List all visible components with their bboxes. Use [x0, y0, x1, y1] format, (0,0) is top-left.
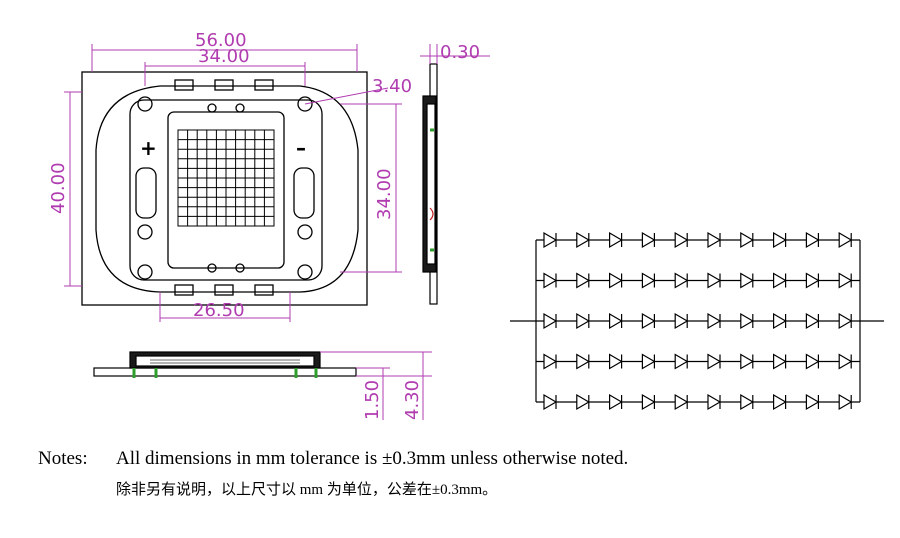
led-diode-symbol — [543, 353, 558, 370]
substrate-outline — [81, 71, 368, 306]
led-diode-symbol — [576, 231, 590, 249]
led-diode-symbol — [838, 272, 853, 289]
notes-line-english: Notes: All dimensions in mm tolerance is … — [38, 448, 628, 470]
led-diode-symbol — [674, 312, 689, 330]
led-module-drawing: + – 56.00 34.00 3.40 40.00 34.00 26.50 0… — [48, 30, 884, 420]
led-diode-symbol — [543, 272, 558, 289]
led-diode-symbol — [740, 272, 754, 289]
led-diode-symbol — [805, 353, 820, 370]
led-diode-symbol — [641, 312, 656, 330]
top-view — [81, 71, 368, 306]
die-frame — [167, 111, 285, 269]
led-diode-symbol — [805, 231, 820, 249]
dim-width-inner: 34.00 — [198, 46, 250, 67]
led-diode-symbol — [707, 272, 722, 289]
screw-hole — [207, 103, 217, 113]
polarity-plus: + — [140, 136, 157, 160]
led-diode-symbol — [674, 231, 689, 249]
led-diode-symbol — [773, 353, 787, 370]
polarity-minus: – — [296, 136, 306, 160]
led-diode-symbol — [674, 353, 689, 370]
led-diode-symbol — [609, 272, 623, 289]
led-diode-symbol — [543, 393, 558, 411]
bottom-view — [93, 351, 357, 378]
led-diode-symbol — [543, 231, 558, 249]
dim-thickness-1: 1.50 — [362, 380, 383, 420]
dimension-lines-bottom — [320, 351, 432, 420]
dim-bottom-span: 26.50 — [193, 300, 245, 321]
led-diode-symbol — [543, 312, 558, 330]
mount-hole — [297, 264, 313, 280]
led-diode-symbol — [641, 272, 656, 289]
led-diode-symbol — [773, 272, 787, 289]
led-diode-symbol — [707, 393, 722, 411]
dim-height-outer: 40.00 — [48, 162, 69, 214]
screw-hole — [235, 103, 245, 113]
top-tab — [214, 79, 234, 91]
bottom-tab — [174, 284, 194, 296]
led-diode-symbol — [576, 272, 590, 289]
led-diode-symbol — [773, 312, 787, 330]
led-diode-symbol — [773, 231, 787, 249]
mount-hole — [137, 224, 153, 240]
led-diode-symbol — [674, 272, 689, 289]
led-diode-symbol — [707, 231, 722, 249]
led-circuit-schematic — [510, 231, 884, 411]
led-diode-symbol — [641, 353, 656, 370]
screw-hole — [207, 263, 217, 273]
top-tab — [254, 79, 274, 91]
dim-height-inner: 34.00 — [374, 168, 395, 220]
copper-outline — [95, 85, 359, 293]
led-diode-symbol — [707, 353, 722, 370]
notes-label: Notes: — [38, 448, 88, 469]
side-view — [422, 63, 438, 305]
dimension-lines-side — [420, 44, 490, 64]
led-diode-symbol — [805, 312, 820, 330]
mount-hole — [137, 96, 153, 112]
mount-hole — [137, 264, 153, 280]
led-diode-symbol — [576, 393, 590, 411]
led-diode-symbol — [609, 312, 623, 330]
led-diode-symbol — [838, 312, 853, 330]
dim-hole-dia: 3.40 — [372, 76, 412, 97]
dim-thickness-2: 4.30 — [402, 380, 423, 420]
led-diode-symbol — [609, 231, 623, 249]
bottom-tab — [254, 284, 274, 296]
led-diode-symbol — [838, 353, 853, 370]
led-diode-symbol — [609, 353, 623, 370]
electrode-pad-right — [293, 167, 315, 219]
bottom-tab — [214, 284, 234, 296]
notes-text-chinese: 除非另有说明，以上尺寸以 mm 为单位，公差在±0.3mm。 — [116, 482, 498, 498]
led-diode-symbol — [740, 231, 754, 249]
top-tab — [174, 79, 194, 91]
mount-hole — [297, 96, 313, 112]
led-diode-symbol — [740, 393, 754, 411]
led-diode-symbol — [740, 353, 754, 370]
dimension-lines-top — [64, 44, 402, 322]
led-diode-symbol — [576, 353, 590, 370]
led-diode-symbol — [674, 393, 689, 411]
led-diode-symbol — [641, 231, 656, 249]
led-diode-symbol — [641, 393, 656, 411]
dim-width-outer: 56.00 — [195, 30, 247, 51]
led-diode-symbol — [740, 312, 754, 330]
led-diode-symbol — [707, 312, 722, 330]
led-diode-symbol — [773, 393, 787, 411]
electrode-pad-left — [135, 167, 157, 219]
led-diode-symbol — [805, 393, 820, 411]
led-diode-symbol — [576, 312, 590, 330]
notes-text-english: All dimensions in mm tolerance is ±0.3mm… — [116, 448, 629, 469]
dim-thickness-top: 0.30 — [440, 42, 480, 63]
screw-hole — [235, 263, 245, 273]
led-diode-symbol — [805, 272, 820, 289]
led-die-grid — [177, 129, 275, 227]
led-diode-symbol — [838, 393, 853, 411]
led-diode-symbol — [838, 231, 853, 249]
inner-frame — [129, 99, 323, 281]
mount-hole — [297, 224, 313, 240]
led-diode-symbol — [609, 393, 623, 411]
